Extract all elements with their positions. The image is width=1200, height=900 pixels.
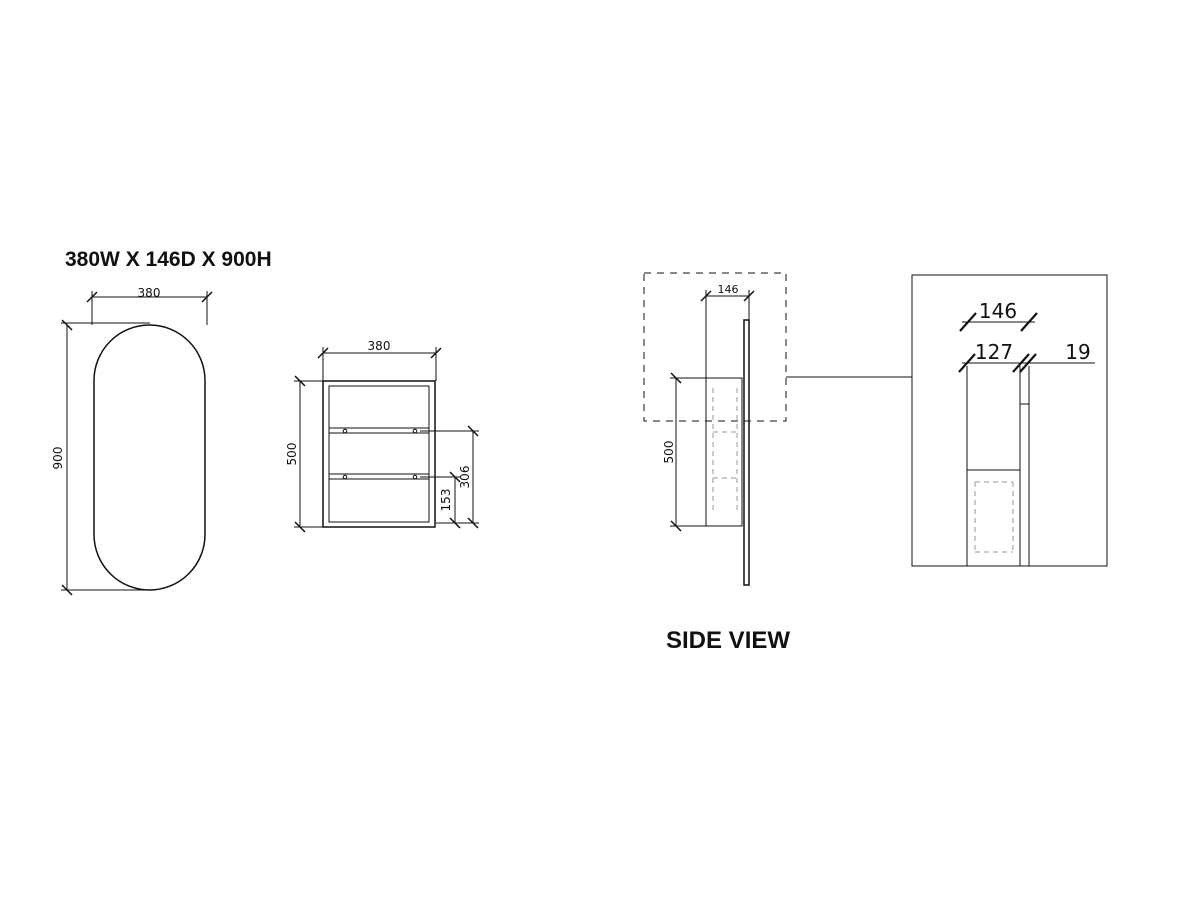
- detail-body-depth-dimension: 127: [958, 340, 1030, 373]
- side-view: 146 500: [643, 272, 912, 586]
- side-view-caption: SIDE VIEW: [666, 627, 790, 654]
- lower-shelf-height-dimension: 153: [420, 471, 461, 529]
- upper-shelf: [329, 427, 429, 434]
- detail-overall-depth-label: 146: [979, 299, 1017, 323]
- oval-mirror-outline: [93, 324, 206, 591]
- side-height-label: 500: [662, 441, 676, 464]
- detail-view: 146 127 19: [911, 274, 1108, 567]
- interior-height-dimension: 500: [285, 375, 323, 533]
- detail-body-depth-label: 127: [975, 340, 1013, 364]
- lower-shelf: [329, 473, 429, 480]
- product-dimensions-title: 380W X 146D X 900H: [65, 248, 272, 271]
- upper-shelf-height-dimension: 306: [420, 425, 479, 529]
- interior-height-label: 500: [285, 443, 299, 466]
- mirror-door-side: [743, 319, 750, 586]
- upper-shelf-height-label: 306: [458, 466, 472, 489]
- front-height-dimension: 900: [51, 319, 150, 596]
- interior-view: 380 500 306 153: [285, 339, 479, 533]
- side-depth-dimension: 146: [700, 283, 755, 378]
- front-width-dimension: 380: [86, 286, 213, 325]
- interior-width-dimension: 380: [317, 339, 442, 381]
- detail-callout-box: [643, 272, 787, 422]
- side-depth-label: 146: [718, 283, 739, 296]
- side-height-dimension: 500: [662, 372, 706, 532]
- cabinet-outer-frame: [322, 380, 436, 528]
- front-width-label: 380: [138, 286, 161, 300]
- lower-shelf-height-label: 153: [439, 489, 453, 512]
- cabinet-body-side: [705, 377, 743, 527]
- detail-door-thickness-dimension: 19: [1018, 340, 1095, 373]
- front-height-label: 900: [51, 447, 65, 470]
- hidden-shelves: [712, 388, 738, 510]
- detail-door-thickness-label: 19: [1065, 340, 1090, 364]
- cabinet-inner-frame: [328, 385, 430, 523]
- detail-frame: [911, 274, 1108, 567]
- interior-width-label: 380: [368, 339, 391, 353]
- detail-overall-depth-dimension: 146: [959, 299, 1038, 332]
- detail-hidden-shelves: [974, 481, 1014, 553]
- front-view: 380 900: [51, 286, 213, 596]
